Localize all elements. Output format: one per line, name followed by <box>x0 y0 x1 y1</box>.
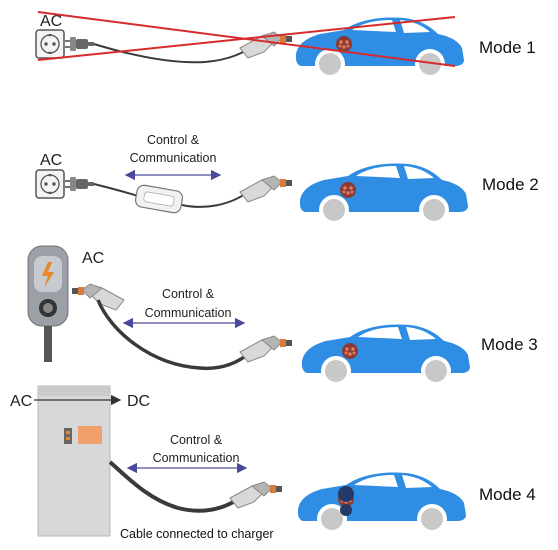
car-icon <box>298 472 466 534</box>
mode-4-control-line2: Communication <box>153 451 240 465</box>
mode-2-ac-label: AC <box>40 152 62 169</box>
mode-4-label: Mode 4 <box>479 485 536 504</box>
mode-3-label: Mode 3 <box>481 335 538 354</box>
mode-2-control-line2: Communication <box>130 151 217 165</box>
mode-4-ac-label: AC <box>10 393 32 410</box>
control-box-icon <box>134 184 184 214</box>
mode-3-row: AC Control & Communication Mode 3 <box>27 245 538 386</box>
car-icon <box>300 163 468 225</box>
plug-icon <box>64 36 95 52</box>
mode-1-row: AC Mode 1 <box>35 11 536 79</box>
car-icon <box>302 324 470 386</box>
wallbox-icon <box>27 245 69 362</box>
mode-2-row: AC Control & Communication Mode 2 <box>35 133 539 225</box>
plug-icon <box>64 176 95 192</box>
mode-4-dc-label: DC <box>127 393 150 410</box>
connector-icon <box>239 335 293 363</box>
cable-caption: Cable connected to charger <box>120 527 274 541</box>
mode-3-control-line2: Communication <box>145 306 232 320</box>
mode-3-ac-label: AC <box>82 250 104 267</box>
mode-4-row: AC DC Control & Communication Mode 4 Cab… <box>10 385 536 541</box>
mode-4-control-line1: Control & <box>170 433 223 447</box>
mode-1-ac-label: AC <box>40 13 62 30</box>
mode-2-cable-b <box>181 191 249 208</box>
ccs-inlet-icon <box>338 486 354 516</box>
connector-icon <box>229 481 283 509</box>
strike-line-2 <box>37 16 456 61</box>
mode-2-control-line1: Control & <box>147 133 200 147</box>
mode-4-cable <box>108 460 242 513</box>
dc-charger-icon <box>37 385 111 537</box>
mode-3-cable <box>96 299 252 371</box>
wall-socket-icon <box>35 29 65 59</box>
connector-icon <box>239 175 293 203</box>
mode-2-cable-a <box>93 183 139 197</box>
mode-3-control-line1: Control & <box>162 287 215 301</box>
connector-icon <box>71 283 125 311</box>
mode-1-label: Mode 1 <box>479 38 536 57</box>
mode-2-label: Mode 2 <box>482 175 539 194</box>
wall-socket-icon <box>35 169 65 199</box>
